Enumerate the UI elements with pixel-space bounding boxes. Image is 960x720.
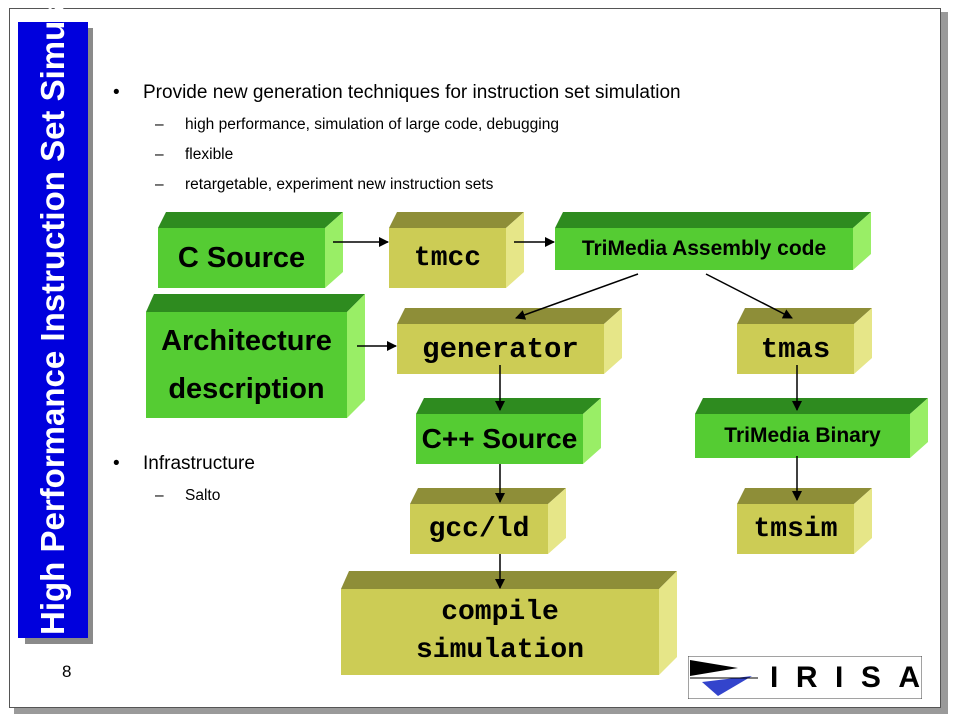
bullet-list-top: Provide new generation techniques for in…	[113, 82, 681, 194]
assembly-code-label: TriMedia Assembly code	[581, 237, 827, 260]
slide-title: High Performance Instruction Set Simulat…	[34, 0, 71, 635]
generator-label: generator	[422, 332, 579, 366]
title-container: High Performance Instruction Set Simulat…	[18, 0, 88, 638]
logo-letter: R	[795, 661, 818, 694]
irisa-logo-graphic	[688, 656, 922, 699]
architecture-label-line1: Architecture	[161, 325, 332, 357]
tmsim-label: tmsim	[753, 513, 838, 545]
gcc-ld-label: gcc/ld	[428, 513, 530, 545]
cpp-source-label: C++ Source	[421, 423, 578, 454]
trimedia-binary-label: TriMedia Binary	[724, 424, 881, 447]
logo-letter: I	[770, 661, 779, 694]
bullet-main: Infrastructure	[113, 453, 255, 475]
sub-bullet: flexible	[113, 146, 681, 164]
sub-bullet: retargetable, experiment new instruction…	[113, 176, 681, 194]
compile-label-line2: simulation	[415, 635, 585, 666]
tmas-label: tmas	[760, 332, 831, 366]
c-source-label: C Source	[177, 241, 306, 274]
bullet-main: Provide new generation techniques for in…	[113, 82, 681, 104]
logo-letter: I	[834, 661, 844, 694]
title-bar	[18, 22, 88, 638]
compile-label-line1: compile	[441, 597, 559, 628]
architecture-label-line2: description	[168, 373, 325, 405]
sub-bullet: high performance, simulation of large co…	[113, 116, 681, 134]
logo-letter: S	[860, 661, 881, 694]
tmcc-label: tmcc	[413, 242, 482, 274]
logo-letter: A	[898, 661, 920, 694]
page-number: 8	[62, 662, 72, 681]
bullet-list-bottom: Infrastructure Salto	[113, 453, 255, 505]
irisa-logo-text: I R I S A	[770, 660, 920, 696]
sub-bullet: Salto	[113, 487, 255, 505]
